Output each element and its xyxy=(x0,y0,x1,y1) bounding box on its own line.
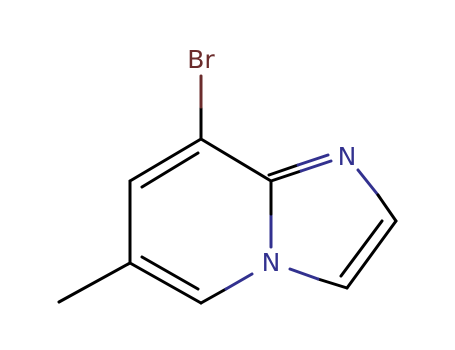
bond-c8-c7-inner xyxy=(140,151,200,189)
bond-c6-c5 xyxy=(128,261,203,305)
bond-c8-c7 xyxy=(128,137,203,183)
bond-c6-methyl xyxy=(57,261,132,304)
bond-c8a-n1-inner-nitrogen xyxy=(296,153,330,167)
bond-c3-n4-carbon xyxy=(316,277,349,290)
bond-c2-c3 xyxy=(345,219,398,290)
bond-c6-c5-inner xyxy=(140,255,200,291)
atom-label-bromine: Br xyxy=(187,45,215,74)
bond-c3-n4-nitrogen xyxy=(288,267,320,281)
bond-n1-c2-nitrogen xyxy=(356,168,380,197)
atom-label-nitrogen-imine: N xyxy=(338,142,357,171)
atom-label-nitrogen-bridgehead: N xyxy=(262,248,281,277)
bond-c8a-n1-nitrogen xyxy=(299,159,333,173)
bond-c2-c3-inner xyxy=(339,219,384,278)
bond-c5-n4-nitrogen xyxy=(224,272,254,291)
bond-c8a-c8 xyxy=(199,137,273,183)
bond-n1-c2-carbon xyxy=(376,193,398,223)
bond-c8a-n1-inner-carbon xyxy=(267,163,300,177)
bond-c5-n4-carbon xyxy=(199,287,228,305)
bond-c8a-n1-carbon xyxy=(269,169,303,183)
